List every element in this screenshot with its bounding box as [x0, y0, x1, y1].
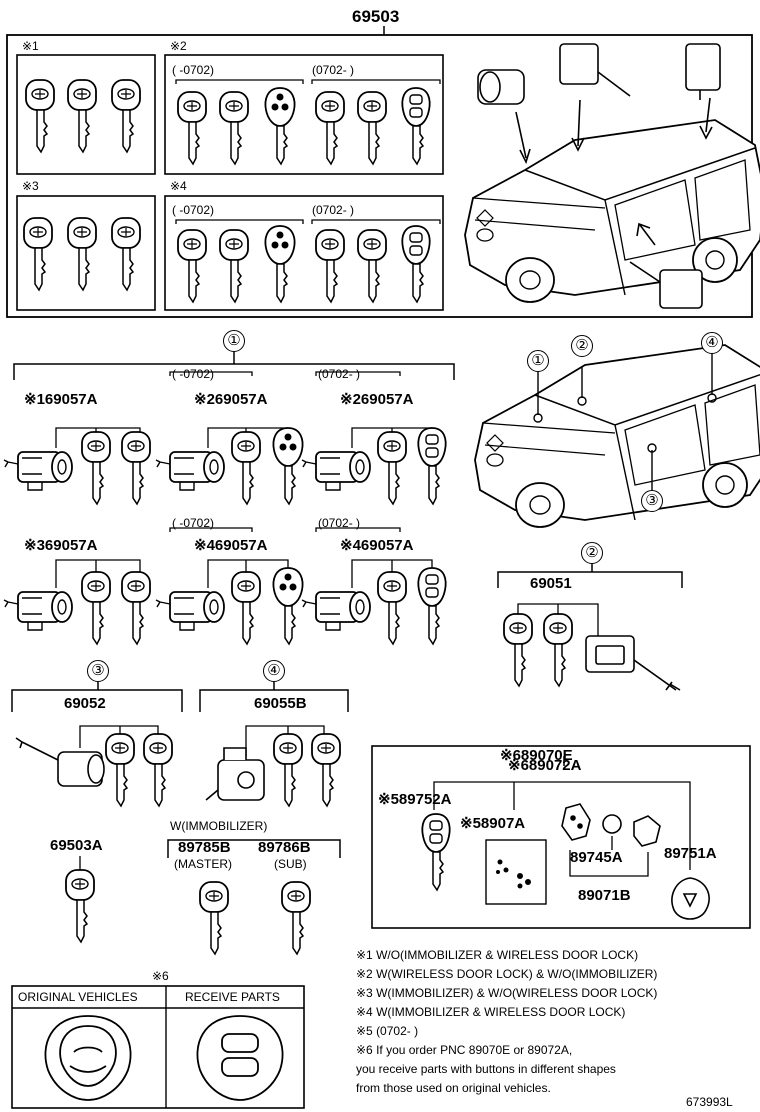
footnote: ※2 W(WIRELESS DOOR LOCK) & W/O(IMMOBILIZ… — [356, 967, 658, 981]
immobilizer-header: W(IMMOBILIZER) — [170, 819, 268, 833]
part-89751A: 89751A — [664, 845, 717, 862]
diagram-code: 673993L — [686, 1095, 733, 1109]
label-mark-6: ※689072A — [508, 757, 582, 774]
label-mark-2: ※269057A — [194, 391, 268, 408]
callout-3: ③ — [641, 490, 663, 512]
part-69055B: 69055B — [254, 695, 307, 712]
mark-1: ※1 — [22, 39, 39, 53]
footnote: you receive parts with buttons in differ… — [356, 1062, 616, 1076]
assembly-number: 69503 — [352, 7, 400, 26]
part-89786B: 89786B — [258, 839, 311, 856]
callout-4: ④ — [701, 332, 723, 354]
period-after: (0702- ) — [312, 63, 355, 77]
period-after: (0702- ) — [312, 203, 355, 217]
label-mark-2: ※269057A — [340, 391, 414, 408]
period-after: (0702- ) — [318, 516, 361, 530]
part-89785B: 89785B — [178, 839, 231, 856]
period-before: ( -0702) — [172, 203, 215, 217]
label-mark-4: ※469057A — [340, 537, 414, 554]
part-69052: 69052 — [64, 695, 106, 712]
callout-4: ④ — [263, 660, 285, 682]
mark-3: ※3 — [22, 179, 39, 193]
original-vehicles-header: ORIGINAL VEHICLES — [18, 990, 138, 1004]
callout-3: ③ — [87, 660, 109, 682]
part-69503A: 69503A — [50, 837, 103, 854]
footnote: ※3 W(IMMOBILIZER) & W/O(WIRELESS DOOR LO… — [356, 986, 658, 1000]
mark-4: ※4 — [170, 179, 187, 193]
period-before: ( -0702) — [172, 516, 215, 530]
footnote: ※4 W(IMMOBILIZER & WIRELESS DOOR LOCK) — [356, 1005, 626, 1019]
label-mark-1: ※169057A — [24, 391, 98, 408]
footnote: ※5 (0702- ) — [356, 1024, 419, 1038]
part-89071B: 89071B — [578, 887, 631, 904]
label-mark-3: ※369057A — [24, 537, 98, 554]
footnote: ※1 W/O(IMMOBILIZER & WIRELESS DOOR LOCK) — [356, 948, 639, 962]
part-69051: 69051 — [530, 575, 572, 592]
footnotes: ※1 W/O(IMMOBILIZER & WIRELESS DOOR LOCK)… — [356, 946, 756, 1098]
footnote: from those used on original vehicles. — [356, 1081, 551, 1095]
callout-2: ② — [571, 335, 593, 357]
label-mark-5: ※58907A — [460, 815, 526, 832]
callout-1: ① — [527, 350, 549, 372]
callout-2: ② — [581, 542, 603, 564]
period-after: (0702- ) — [318, 367, 361, 381]
master-label: (MASTER) — [174, 857, 232, 871]
mark-6: ※6 — [152, 969, 169, 983]
label-mark-4: ※469057A — [194, 537, 268, 554]
label-mark-5: ※589752A — [378, 791, 452, 808]
period-before: ( -0702) — [172, 63, 215, 77]
mark-2: ※2 — [170, 39, 187, 53]
footnote: ※6 If you order PNC 89070E or 89072A, — [356, 1043, 573, 1057]
callout-1: ① — [223, 330, 245, 352]
sub-label: (SUB) — [274, 857, 307, 871]
period-before: ( -0702) — [172, 367, 215, 381]
receive-parts-header: RECEIVE PARTS — [185, 990, 280, 1004]
part-89745A: 89745A — [570, 849, 623, 866]
label-mark-6: ※689070E — [500, 747, 573, 764]
